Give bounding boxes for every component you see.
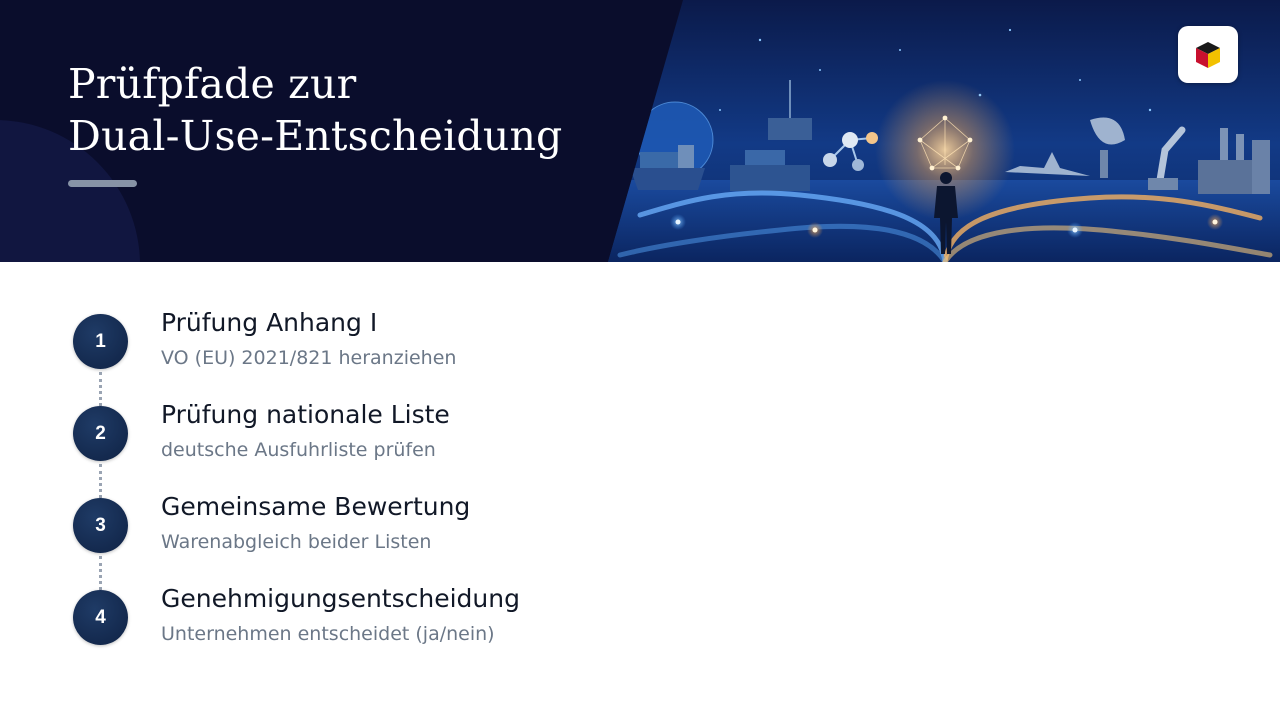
step-title: Prüfung Anhang I (161, 308, 378, 337)
step-connector (99, 556, 102, 596)
page-title: Prüfpfade zur Dual-Use-Entscheidung (68, 58, 628, 162)
page-title-line-1: Prüfpfade zur (68, 60, 357, 108)
step-title: Genehmigungsentscheidung (161, 584, 520, 613)
step-number-badge: 1 (73, 314, 128, 369)
step-subtitle: deutsche Ausfuhrliste prüfen (161, 439, 436, 461)
step-number-badge: 3 (73, 498, 128, 553)
step-item-2: 2 Prüfung nationale Liste deutsche Ausfu… (0, 400, 700, 472)
step-item-4: 4 Genehmigungsentscheidung Unternehmen e… (0, 584, 700, 656)
step-subtitle: Warenabgleich beider Listen (161, 531, 432, 553)
step-title: Gemeinsame Bewertung (161, 492, 471, 521)
header-banner: Prüfpfade zur Dual-Use-Entscheidung (0, 0, 1280, 262)
title-underline (68, 180, 137, 187)
step-title: Prüfung nationale Liste (161, 400, 450, 429)
step-item-3: 3 Gemeinsame Bewertung Warenabgleich bei… (0, 492, 700, 564)
hero-illustration (608, 0, 1280, 262)
step-number-badge: 2 (73, 406, 128, 461)
step-connector (99, 372, 102, 412)
step-subtitle: Unternehmen entscheidet (ja/nein) (161, 623, 495, 645)
step-connector (99, 464, 102, 504)
cube-logo-icon (1178, 26, 1238, 83)
step-number-badge: 4 (73, 590, 128, 645)
steps-list: 1 Prüfung Anhang I VO (EU) 2021/821 hera… (0, 262, 1280, 720)
step-subtitle: VO (EU) 2021/821 heranziehen (161, 347, 457, 369)
step-item-1: 1 Prüfung Anhang I VO (EU) 2021/821 hera… (0, 308, 700, 380)
page-title-line-2: Dual-Use-Entscheidung (68, 112, 563, 160)
